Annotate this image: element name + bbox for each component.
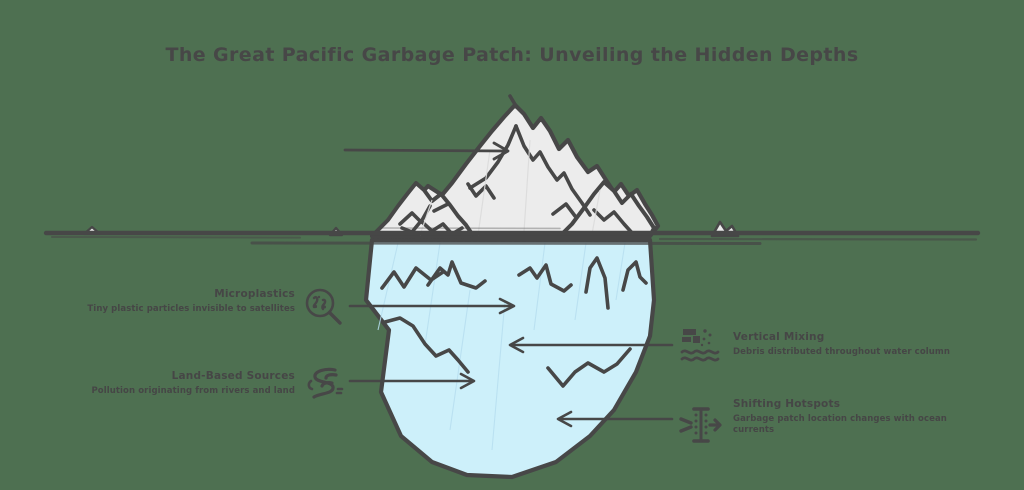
- callout-shifting-hotspots-title: Shifting Hotspots: [733, 398, 841, 410]
- peak-pointer-arrow: [343, 141, 510, 161]
- sea-level-line: [43, 227, 981, 245]
- callout-land-based-sources-description: Pollution originating from rivers and la…: [91, 386, 295, 396]
- callout-shifting-hotspots-description: Garbage patch location changes with ocea…: [733, 414, 947, 435]
- ocean-current-arrow-icon: [678, 403, 722, 447]
- callout-land-based-sources-title: Land-Based Sources: [171, 370, 295, 382]
- callout-microplastics-title: Microplastics: [214, 288, 295, 300]
- connector-microplastics: [348, 297, 516, 315]
- callout-vertical-mixing-description: Debris distributed throughout water colu…: [733, 347, 951, 357]
- visible-iceberg-tip: [369, 94, 661, 239]
- debris-waves-icon: [678, 323, 722, 367]
- callout-land-based-sources: Land-Based Sources Pollution originating…: [55, 370, 295, 397]
- magnifier-particles-icon: [302, 285, 346, 329]
- connector-land-based-sources: [348, 372, 476, 390]
- callout-microplastics-description: Tiny plastic particles invisible to sate…: [87, 304, 295, 314]
- submerged-iceberg-mass: [363, 237, 657, 480]
- connector-shifting-hotspots: [556, 410, 674, 428]
- callout-vertical-mixing-title: Vertical Mixing: [733, 331, 825, 343]
- callout-vertical-mixing: Vertical Mixing Debris distributed throu…: [733, 331, 983, 358]
- page-title: The Great Pacific Garbage Patch: Unveili…: [165, 44, 859, 66]
- callout-shifting-hotspots: Shifting Hotspots Garbage patch location…: [733, 398, 981, 436]
- winding-river-icon: [302, 362, 346, 406]
- callout-microplastics: Microplastics Tiny plastic particles inv…: [55, 288, 295, 315]
- connector-vertical-mixing: [508, 336, 674, 354]
